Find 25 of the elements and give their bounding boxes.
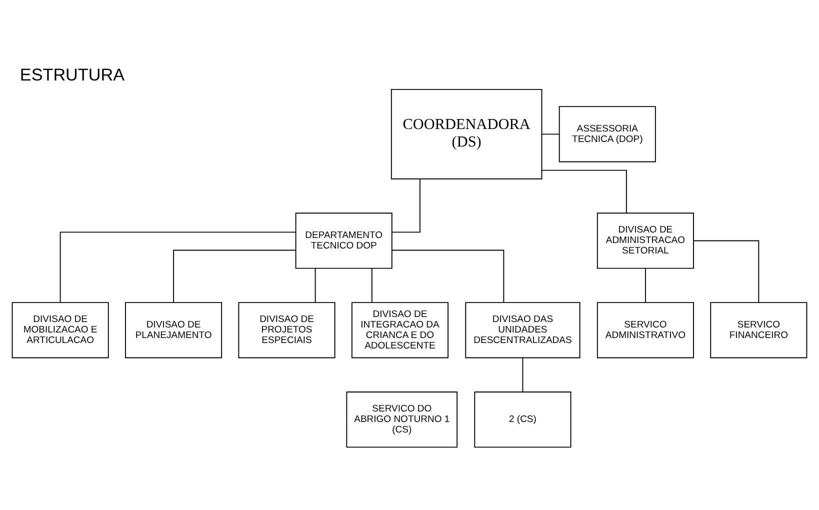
connector (371, 268, 372, 303)
connector (541, 134, 560, 135)
node-box: SERVICO DO ABRIGO NOTURNO 1 (CS) (346, 392, 458, 448)
connector (314, 268, 316, 303)
node-box: SERVICO FINANCEIRO (710, 302, 808, 358)
connector (60, 232, 296, 303)
node-box: DIVISAO DE MOBILIZACAO E ARTICULACAO (12, 302, 109, 358)
node-box: DIVISAO DE PLANEJAMENTO (125, 302, 222, 358)
connector (522, 358, 524, 392)
connector (392, 178, 420, 233)
node-box: ASSESSORIA TECNICA (DOP) (558, 106, 656, 162)
node-box: SERVICO ADMINISTRATIVO (596, 302, 694, 358)
connector (541, 170, 627, 214)
diagram-title: ESTRUTURA (20, 65, 124, 84)
node-box: DIVISAO DE PROJETOS ESPECIAIS (238, 302, 336, 358)
node-box: DIVISAO DE ADMINISTRACAO SETORIAL (596, 212, 694, 269)
node-box: 2 (CS) (474, 392, 572, 448)
connector (644, 268, 646, 303)
node-box: DIVISAO DE INTEGRACAO DA CRIANCA E DO ADOLESCENTE (351, 302, 449, 358)
node-box: DIVISAO DAS UNIDADES DESCENTRALIZADAS (465, 302, 580, 358)
connector (693, 240, 760, 303)
connector (173, 250, 296, 303)
connector (392, 250, 504, 303)
node-box: COORDENADORA (DS) (390, 88, 542, 180)
node-box: DEPARTAMENTO TECNICO DOP (295, 212, 392, 269)
